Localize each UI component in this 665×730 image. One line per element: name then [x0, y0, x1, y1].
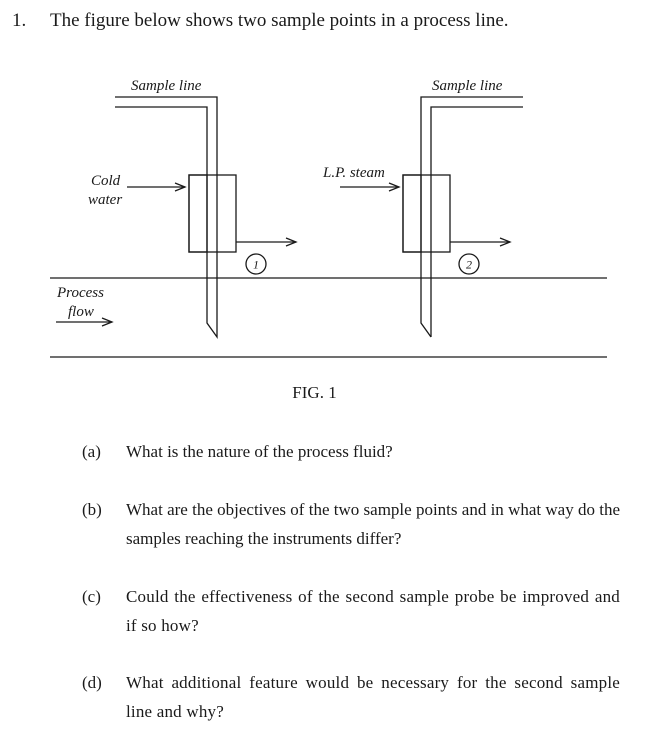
part-label: (d): [82, 673, 102, 692]
part-text: What is the nature of the process fluid?: [126, 442, 393, 461]
part-text: Could the effectiveness of the second sa…: [126, 587, 620, 635]
figure-caption: FIG. 1: [0, 383, 665, 403]
cold-water-arrow: [127, 182, 187, 192]
process-line-figure: 1 2 Sample line Sample line Cold water L…: [50, 78, 607, 358]
figure-caption-text: FIG. 1: [292, 383, 337, 402]
point-2-label: 2: [466, 258, 472, 272]
point-2-circle: [458, 253, 480, 275]
lp-steam-arrow: [340, 182, 401, 192]
question-number: 1.: [12, 10, 27, 31]
part-label: (c): [82, 587, 101, 606]
question-intro: The figure below shows two sample points…: [50, 10, 509, 31]
part-label: (a): [82, 442, 101, 461]
part-text: What additional feature would be necessa…: [126, 673, 620, 721]
point-1-label: 1: [253, 258, 259, 272]
sample-line-label-right: Sample line: [432, 78, 503, 94]
process-flow-arrow: [56, 317, 114, 327]
outlet-arrow-1: [236, 237, 298, 247]
outlet-arrow-2: [450, 237, 512, 247]
part-label: (b): [82, 500, 102, 519]
sample-line-label-left: Sample line: [131, 78, 202, 94]
sample-probe-2: [402, 96, 523, 338]
lp-steam-label: L.P. steam: [322, 165, 385, 181]
flow-label: flow: [68, 304, 94, 320]
part-text: What are the objectives of the two sampl…: [126, 500, 620, 548]
point-1-circle: [245, 253, 267, 275]
water-label: water: [88, 192, 122, 208]
process-label: Process: [56, 285, 104, 301]
sample-probe-1: [115, 96, 237, 340]
cold-label: Cold: [91, 173, 121, 189]
